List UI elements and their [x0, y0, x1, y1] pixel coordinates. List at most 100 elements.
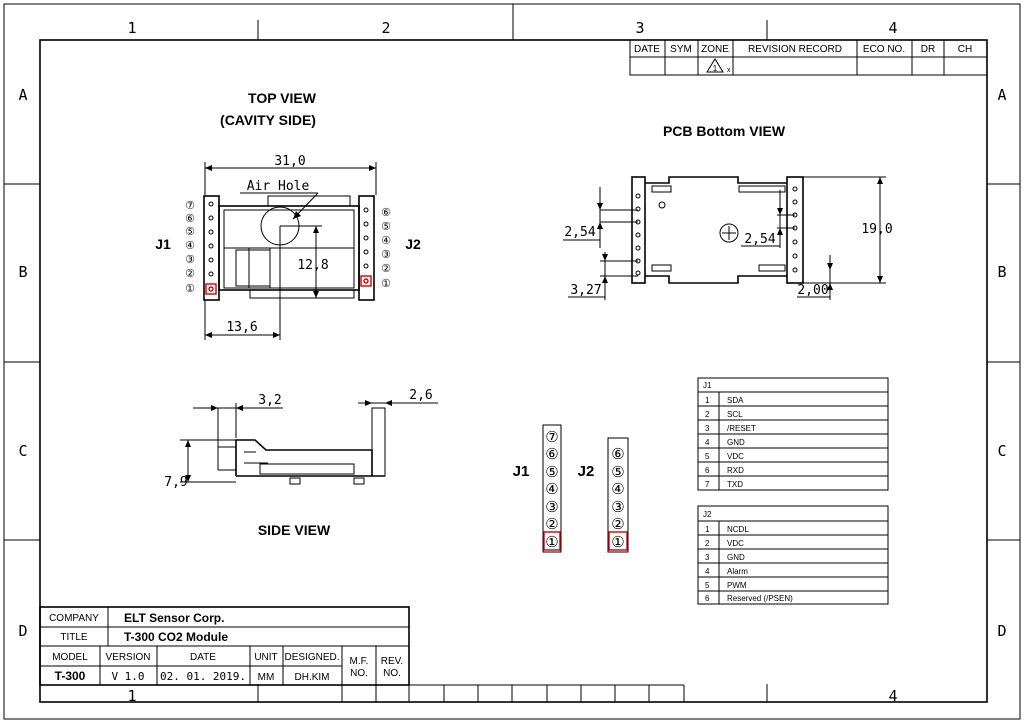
j1-row-1-num: 1 [705, 396, 710, 405]
top-view-height-dim: 12,8 [297, 258, 328, 273]
j1-row-7-num: 7 [705, 480, 710, 489]
conn-j1-pin-4: ④ [545, 481, 558, 498]
j1-row-1-name: SDA [727, 396, 744, 405]
top-j2-pin1-marker [360, 275, 372, 287]
zone-col-4: 4 [888, 19, 897, 37]
j1-table-title: J1 [703, 381, 712, 390]
top-j1-pin-7: ⑦ [185, 200, 195, 212]
rev-label-line1: REV. [381, 656, 403, 667]
conn-j1-strip [542, 424, 562, 553]
top-j1-pin-3: ③ [185, 254, 195, 266]
side-view-title: SIDE VIEW [258, 522, 331, 538]
zone-col-1-bottom: 1 [127, 687, 136, 705]
side-dim-height: 7,9 [164, 475, 187, 490]
side-dim-b: 2,6 [409, 388, 432, 403]
top-view-offset-dim: 13,6 [226, 320, 257, 335]
rev-header-ch: CH [958, 44, 972, 55]
pcb-right-header [786, 176, 804, 284]
j1-row-2-num: 2 [705, 410, 710, 419]
j1-row-7-name: TXD [727, 480, 743, 489]
top-j2-header [358, 195, 375, 301]
j1-row-3-num: 3 [705, 424, 710, 433]
top-j1-pin-5: ⑤ [185, 226, 195, 238]
conn-j1-pin1-marker [543, 531, 561, 551]
conn-j2-pin-2: ② [611, 516, 624, 533]
conn-j2-pin-1: ① [611, 534, 624, 551]
pcb-edge-right-dim: 2,00 [797, 283, 828, 298]
top-j2-pin-6: ⑥ [381, 207, 391, 219]
zone-row-d-left: D [18, 622, 27, 640]
conn-j1-pin-1: ① [545, 534, 558, 551]
rev-header-zone: ZONE [701, 44, 729, 55]
zone-col-3: 3 [635, 19, 644, 37]
version-label: VERSION [105, 652, 150, 663]
model-label: MODEL [52, 652, 88, 663]
rev-zone-symbol: 1 [713, 64, 718, 73]
pcb-edge-dim: 3,27 [570, 283, 601, 298]
j2-pin-table: J2 1 NCDL 2 VDC 3 GND 4 Alarm 5 PWM 6 Re… [697, 505, 889, 605]
top-j1-pin-6: ⑥ [185, 213, 195, 225]
top-view: TOP VIEW (CAVITY SIDE) 31,0 Air Hole [155, 90, 421, 340]
j2-row-3-name: GND [727, 553, 745, 562]
j2-row-3-num: 3 [705, 553, 710, 562]
j2-row-5-name: PWM [727, 581, 747, 590]
j2-row-5-num: 5 [705, 581, 710, 590]
company-label: COMPANY [49, 613, 99, 624]
rev-header-eco: ECO NO. [863, 44, 905, 55]
mf-label-line2: NO. [350, 668, 368, 679]
rev-label-line2: NO. [383, 668, 401, 679]
screw-mark-icon [719, 223, 739, 243]
conn-j1-pin-5: ⑤ [545, 464, 558, 481]
j1-row-4-num: 4 [705, 438, 710, 447]
top-j1-pin-1: ① [185, 283, 195, 295]
date-label: DATE [190, 652, 216, 663]
j2-row-1-num: 1 [705, 525, 710, 534]
j1-row-3-name: /RESET [727, 424, 756, 433]
zone-row-d-right: D [997, 622, 1006, 640]
conn-j1-pin-3: ③ [545, 499, 558, 516]
top-j1-pin-4: ④ [185, 240, 195, 252]
rev-header-dr: DR [921, 44, 935, 55]
j2-row-6-num: 6 [705, 594, 710, 603]
j1-row-5-name: VDC [727, 452, 744, 461]
top-j1-pin1-marker [205, 283, 217, 295]
conn-j2-pin-3: ③ [611, 499, 624, 516]
top-j2-pin-2: ② [381, 263, 391, 275]
j1-row-4-name: GND [727, 438, 745, 447]
model-value: T-300 [55, 669, 86, 683]
rev-header-record: REVISION RECORD [748, 44, 842, 55]
air-hole-label: Air Hole [247, 179, 310, 194]
unit-label: UNIT [254, 652, 277, 663]
conn-j1-pin-2: ② [545, 516, 558, 533]
title-label: TITLE [60, 632, 88, 643]
conn-j2-pin-5: ⑤ [611, 464, 624, 481]
j1-row-6-name: RXD [727, 466, 744, 475]
top-j1-header [203, 195, 220, 301]
zone-col-4-bottom: 4 [888, 687, 897, 705]
side-view: SIDE VIEW 3,2 2,6 7,9 [164, 388, 438, 538]
drawing-title: T-300 CO2 Module [124, 630, 228, 644]
connector-strips: J1 J2 ⑦ ⑥ ⑤ ④ ③ ② ① ⑥ ⑤ ④ ③ ② ① [513, 424, 629, 553]
top-j1-label: J1 [155, 236, 171, 252]
j2-row-4-num: 4 [705, 567, 710, 576]
rev-header-date: DATE [634, 44, 660, 55]
top-view-title: TOP VIEW [248, 90, 317, 106]
pcb-bottom-view: PCB Bottom VIEW 2,54 [563, 123, 893, 300]
top-j2-pin-1: ① [381, 278, 391, 290]
j2-row-1-name: NCDL [727, 525, 749, 534]
version-value: V 1.0 [111, 670, 144, 683]
zone-col-1: 1 [127, 19, 136, 37]
top-j1-pin-2: ② [185, 268, 195, 280]
j2-row-2-num: 2 [705, 539, 710, 548]
top-view-width-dim: 31,0 [274, 154, 305, 169]
title-block: COMPANY TITLE MODEL VERSION DATE UNIT DE… [39, 606, 685, 702]
j1-row-5-num: 5 [705, 452, 710, 461]
top-j2-pin-3: ③ [381, 249, 391, 261]
pcb-pitch-left-dim: 2,54 [564, 225, 595, 240]
conn-j2-strip [607, 437, 629, 553]
zone-row-b-right: B [997, 263, 1006, 281]
pcb-pitch-right-dim: 2,54 [744, 232, 775, 247]
mf-label-line1: M.F. [350, 656, 369, 667]
top-j2-pin-4: ④ [381, 235, 391, 247]
